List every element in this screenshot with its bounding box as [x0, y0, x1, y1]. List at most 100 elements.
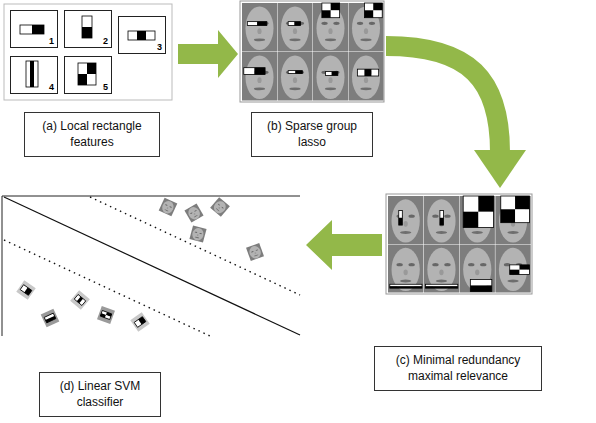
face-image	[460, 196, 495, 244]
face-mouth	[325, 38, 336, 41]
face-eye	[194, 210, 197, 212]
feature-cell	[294, 22, 300, 26]
feature-border	[325, 72, 337, 76]
feature-number: 5	[103, 83, 108, 92]
face-nose	[218, 207, 220, 209]
face-ground	[349, 3, 384, 52]
feature-number: 1	[49, 37, 54, 46]
face-eye	[321, 22, 327, 25]
panel-frame	[2, 196, 300, 197]
feature-border	[440, 211, 444, 226]
feature-cell	[257, 22, 267, 26]
feature-cell	[440, 211, 444, 218]
face-ground	[313, 3, 348, 52]
face-mouth	[400, 280, 411, 283]
rectangle-feature	[426, 284, 458, 288]
face-ground	[242, 52, 277, 101]
feature-border	[426, 284, 458, 288]
feature-border	[390, 284, 422, 288]
face-ground	[210, 197, 230, 217]
face-image	[313, 52, 348, 101]
face-eye	[169, 206, 172, 208]
face-image	[313, 3, 348, 52]
face-shape	[463, 248, 491, 291]
face-mouth	[360, 87, 371, 90]
face-ground	[460, 196, 495, 244]
face-nose	[166, 207, 168, 209]
face-mouth	[325, 87, 336, 90]
feature-cell	[520, 265, 530, 270]
rectangle-feature	[288, 22, 300, 26]
face-sample	[184, 203, 203, 222]
face-shape	[392, 199, 420, 242]
face-nose	[364, 28, 368, 34]
face-eye	[369, 22, 375, 25]
flow-arrow	[178, 30, 238, 78]
face-ground	[246, 243, 264, 261]
face-nose	[257, 77, 261, 83]
sample-ground	[70, 290, 90, 310]
face-image	[495, 196, 530, 244]
face-eye	[195, 232, 198, 234]
feature-cell	[364, 10, 373, 17]
feature-number: 3	[157, 43, 162, 52]
face-eye	[251, 251, 254, 253]
face-image	[495, 245, 530, 293]
face-nose	[293, 28, 297, 34]
feature-cell	[364, 3, 373, 10]
caption-box: (b) Sparse group lasso	[251, 112, 373, 157]
face-eye	[432, 214, 438, 217]
feature-cell	[332, 72, 338, 76]
feature-cell	[463, 212, 478, 228]
feature-cell	[34, 61, 38, 87]
feature-cell	[470, 279, 491, 285]
caption-text: (d) Linear SVM classifier	[48, 379, 152, 410]
nonface-sample	[130, 312, 149, 331]
face-shape	[427, 199, 455, 242]
rectangle-feature	[510, 265, 530, 275]
panel-frame	[386, 194, 532, 294]
feature-cell	[501, 196, 515, 209]
face-image	[424, 196, 459, 244]
rectangle-feature	[82, 16, 92, 38]
face-eye	[408, 263, 414, 266]
feature-cell	[372, 69, 379, 76]
face-ground	[495, 245, 530, 293]
face-ground	[278, 52, 313, 101]
face-ground	[159, 198, 178, 217]
face-image	[349, 3, 384, 52]
face-mouth	[507, 231, 518, 234]
face-ground	[313, 52, 348, 101]
face-eye	[221, 206, 224, 208]
face-eye	[190, 212, 193, 214]
feature-cell	[288, 71, 295, 74]
face-nose	[364, 77, 368, 83]
face-nose	[404, 221, 408, 227]
face-nose	[328, 28, 332, 34]
face-nose	[257, 28, 261, 34]
feature-border	[399, 211, 403, 226]
sample-ground	[16, 280, 35, 299]
face-image	[242, 52, 277, 101]
feature-cell	[87, 63, 96, 74]
face-ground	[189, 225, 206, 242]
feature-cell	[78, 63, 87, 74]
feature-cell	[137, 31, 146, 40]
feature-border	[20, 285, 32, 296]
rectangle-feature	[78, 63, 96, 85]
feature-cell	[470, 285, 491, 291]
feature-cell	[373, 3, 382, 10]
flow-arrow	[386, 46, 500, 152]
feature-cell	[254, 68, 265, 75]
face-eye	[468, 263, 474, 266]
feature-border	[134, 317, 146, 328]
face-ground	[184, 203, 203, 222]
face-mouth	[194, 215, 198, 218]
face-nose	[254, 252, 256, 254]
rectangle-feature	[322, 3, 340, 18]
face-image	[210, 197, 230, 217]
face-nose	[293, 77, 297, 83]
feature-cell	[501, 209, 515, 222]
face-mouth	[254, 254, 258, 256]
feature-cell	[322, 10, 331, 17]
